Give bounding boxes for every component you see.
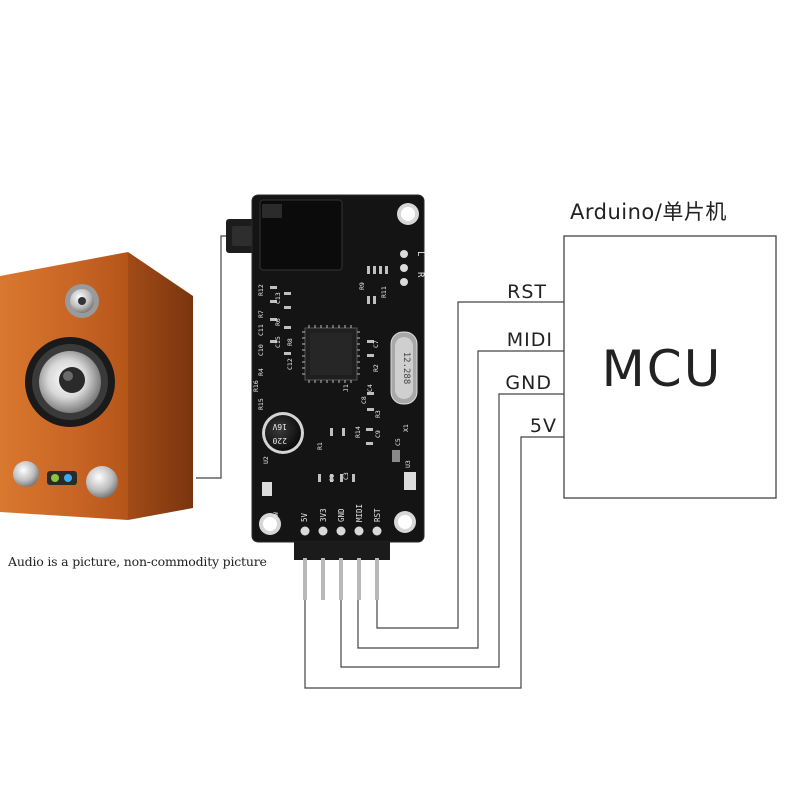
- silkscreen-label: C15: [274, 336, 282, 348]
- silkscreen-label: X1: [402, 424, 410, 432]
- label-rst: RST: [507, 281, 547, 303]
- capacitor: 16V 220: [262, 412, 304, 454]
- midi-board: R L 12.288 16V 220: [226, 194, 425, 600]
- silkscreen: R12 C13 R7 C11 R6 C10 C15 R8 R4 C12 R15 …: [252, 282, 412, 520]
- mcu-title: MCU: [602, 340, 723, 398]
- wires: [196, 235, 564, 689]
- header-label-midi: MIDI: [355, 504, 364, 522]
- label-gnd: GND: [505, 372, 552, 394]
- jack-label-r: R: [415, 272, 425, 278]
- silkscreen-label: R4: [257, 368, 265, 376]
- cap-value: 220: [272, 436, 287, 445]
- silkscreen-label: R7: [257, 310, 265, 318]
- silkscreen-label: U3: [404, 460, 412, 468]
- silkscreen-label: C4: [366, 384, 374, 392]
- label-midi: MIDI: [507, 329, 553, 351]
- mcu-header: Arduino/单片机: [570, 200, 727, 224]
- silkscreen-label: R15: [257, 398, 265, 410]
- silkscreen-label: R14: [354, 426, 362, 438]
- silkscreen-label: R1: [316, 442, 324, 450]
- silkscreen-label: C10: [257, 344, 265, 356]
- silkscreen-label: R9: [358, 282, 366, 290]
- silkscreen-label: C7: [372, 340, 380, 348]
- crystal-label: 12.288: [401, 352, 411, 385]
- silkscreen-label: R16: [252, 380, 260, 392]
- silkscreen-label: R12: [257, 284, 265, 296]
- silkscreen-label: R8: [286, 338, 294, 346]
- label-5v: 5V: [530, 415, 557, 437]
- cap-voltage: 16V: [272, 422, 287, 431]
- audio-wire: [196, 235, 238, 479]
- silkscreen-label: C1: [328, 474, 336, 482]
- jack-label-l: L: [415, 251, 425, 256]
- header-label-rst: RST: [373, 508, 382, 522]
- silkscreen-label: R11: [380, 286, 388, 298]
- silkscreen-label: PW: [272, 512, 280, 520]
- wire-midi: [357, 350, 564, 649]
- header-label-3v3: 3V3: [319, 508, 328, 522]
- silkscreen-label: C11: [257, 324, 265, 336]
- header-label-gnd: GND: [337, 508, 346, 522]
- speaker-caption: Audio is a picture, non-commodity pictur…: [8, 554, 267, 569]
- silkscreen-label: R3: [374, 410, 382, 418]
- header-pin-labels: 5V 3V3 GND MIDI RST: [300, 504, 382, 522]
- crystal: 12.288: [390, 331, 418, 405]
- header-label-5v: 5V: [300, 512, 309, 522]
- silkscreen-label: J1: [342, 384, 350, 392]
- silkscreen-label: C5: [394, 438, 402, 446]
- silkscreen-label: C9: [374, 430, 382, 438]
- silkscreen-label: C3: [342, 472, 350, 480]
- mcu-box: [563, 235, 777, 499]
- wire-5v: [304, 436, 564, 689]
- silkscreen-label: C8: [360, 396, 368, 404]
- main-chip: [304, 327, 358, 381]
- silkscreen-label: C12: [286, 358, 294, 370]
- wire-rst: [376, 301, 564, 629]
- silkscreen-label: R6: [274, 318, 282, 326]
- pin-header: [294, 526, 390, 600]
- speaker-illustration: [0, 252, 193, 520]
- silkscreen-label: C13: [274, 292, 282, 304]
- silkscreen-label: U2: [262, 456, 270, 464]
- wire-gnd: [340, 393, 564, 668]
- silkscreen-label: R2: [372, 364, 380, 372]
